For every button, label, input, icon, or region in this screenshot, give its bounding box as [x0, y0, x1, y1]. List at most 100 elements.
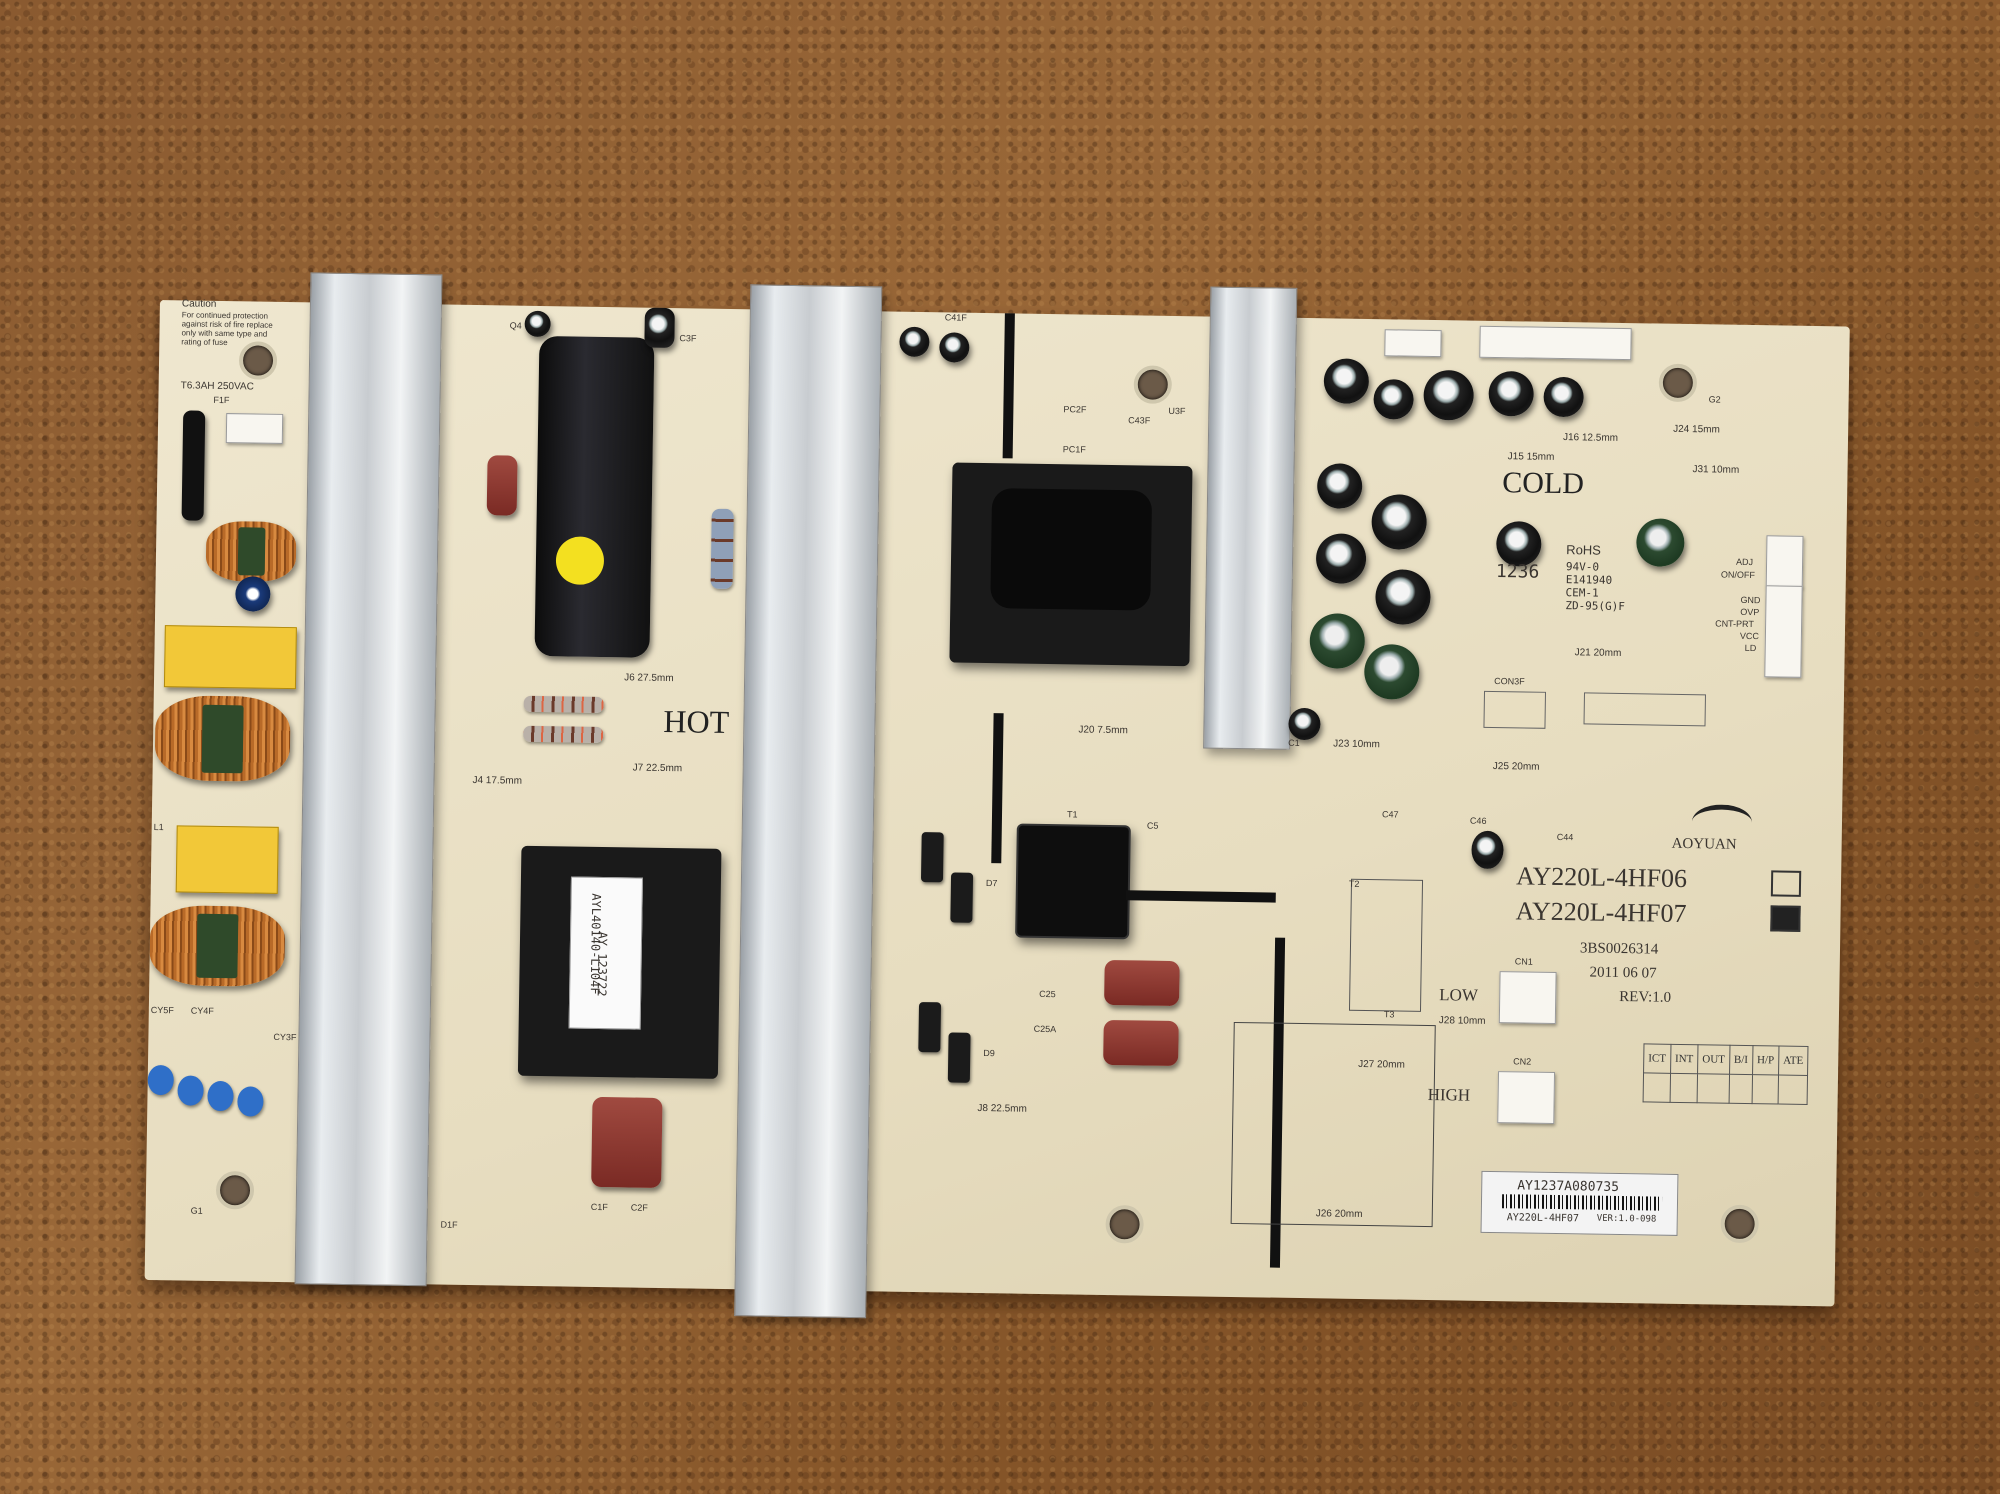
- d9-label: D9: [983, 1048, 995, 1059]
- cert-line-4: ZD-95(G)F: [1565, 599, 1626, 614]
- model-number-1: AY220L-4HF06: [1515, 861, 1688, 894]
- t3-outline: [1230, 1021, 1436, 1228]
- capacitor-right-3: [1495, 521, 1542, 567]
- sticker-serial: AY1237A080735: [1517, 1178, 1620, 1196]
- mount-hole-top-left: [238, 341, 278, 380]
- trace-vertical: [991, 713, 1004, 864]
- fuse-ref: F1F: [213, 394, 230, 406]
- c1f-label: C1F: [590, 1201, 608, 1213]
- yellow-x-capacitor-2: [175, 825, 279, 894]
- capacitor-right-1: [1488, 370, 1535, 417]
- c25a-label: C25A: [1033, 1023, 1057, 1035]
- j23-label: J23 10mm: [1333, 738, 1380, 751]
- j16-label: J16 12.5mm: [1562, 432, 1619, 444]
- inspection-table: ICT INT OUT B/I H/P ATE: [1643, 1043, 1809, 1105]
- cy4f-label: CY4F: [190, 1005, 214, 1016]
- brand-name: AOYUAN: [1671, 835, 1737, 853]
- c46-label: C46: [1469, 815, 1487, 826]
- j4-label: J4 17.5mm: [472, 774, 523, 787]
- cy5f-label: CY5F: [150, 1004, 174, 1016]
- con3f-footprint-1: [1483, 690, 1547, 729]
- inspection-out: OUT: [1697, 1044, 1730, 1075]
- film-capacitor-c2f: [591, 1096, 663, 1188]
- film-capacitor-c25a: [1103, 1019, 1179, 1067]
- transformer-bobbin: [990, 488, 1153, 611]
- diode-d9b: [947, 1032, 971, 1083]
- trace-diagonal: [1125, 890, 1276, 903]
- cert-line-2: E141940: [1565, 573, 1613, 587]
- l1f-label: L1: [153, 821, 164, 833]
- inductor-label-line-2: AY 123722: [594, 931, 610, 997]
- inspection-hp: H/P: [1752, 1045, 1779, 1076]
- c2f-label: C2F: [630, 1202, 648, 1213]
- d7-label: D7: [985, 878, 998, 889]
- capacitor-q4: [524, 310, 551, 338]
- sticker-model: AY220L-4HF07: [1506, 1212, 1580, 1225]
- brand-logo: [1691, 804, 1753, 841]
- connector-top-2: [1479, 325, 1632, 361]
- capacitor-cold-2: [1373, 379, 1414, 420]
- j31-label: J31 10mm: [1692, 464, 1740, 476]
- j15-label: J15 15mm: [1507, 451, 1555, 463]
- sticker-version: VER:1.0-098: [1596, 1213, 1657, 1225]
- model-checkbox-2: [1770, 905, 1801, 932]
- ground-lug-g1: [215, 1170, 255, 1210]
- diode-d9: [918, 1002, 942, 1053]
- filter-coil-2: [154, 694, 291, 783]
- revision: REV:1.0: [1619, 989, 1672, 1006]
- inspection-int: INT: [1670, 1044, 1699, 1074]
- cy3f-label: CY3F: [273, 1031, 297, 1043]
- inspection-ict: ICT: [1643, 1043, 1671, 1074]
- c43f-label: C43F: [1128, 415, 1151, 426]
- cn4-connector-2: [1764, 585, 1803, 678]
- cn4-connector-1: [1765, 535, 1804, 588]
- u3f-label: U3F: [1168, 405, 1186, 417]
- y-capacitor-1: [147, 1064, 174, 1096]
- j26-label: J26 20mm: [1315, 1208, 1363, 1220]
- cn4-pin-adj: ADJ: [1736, 556, 1754, 568]
- barcode: [1501, 1194, 1663, 1211]
- fuse: [181, 410, 206, 521]
- filter-ring-blue: [235, 576, 271, 612]
- heatsink-middle: [734, 284, 883, 1319]
- con3f-label: CON3F: [1494, 676, 1525, 687]
- capacitor-cold-7: [1375, 569, 1431, 625]
- capacitor-c46: [1471, 830, 1504, 870]
- cn4-pin-vcc: VCC: [1739, 630, 1760, 642]
- j21-label: J21 20mm: [1574, 647, 1622, 659]
- resistor-2: [523, 725, 604, 744]
- low-label: LOW: [1439, 985, 1479, 1005]
- trace-top: [1002, 313, 1015, 459]
- pc1f-label: PC1F: [1062, 444, 1086, 455]
- resistor-1: [523, 695, 604, 714]
- mount-hole-middle: [1133, 365, 1173, 404]
- heatsink-left: [294, 272, 443, 1287]
- c5-label: C5: [1146, 820, 1159, 831]
- cold-label: COLD: [1502, 466, 1585, 501]
- part-number: 3BS0026314: [1579, 940, 1659, 958]
- capacitor-cold-8: [1309, 613, 1366, 669]
- cn4-pin-onoff: ON/OFF: [1720, 569, 1755, 581]
- caution-text: For continued protection against risk of…: [181, 310, 273, 348]
- t3-label: T3: [1383, 1009, 1395, 1020]
- cn1-connector: [1498, 971, 1557, 1025]
- cn4-pin-ovp: OVP: [1740, 606, 1760, 618]
- inspection-ate: ATE: [1778, 1046, 1809, 1076]
- cn4-pin-gnd: GND: [1740, 594, 1761, 606]
- c44-label: C44: [1556, 832, 1574, 843]
- inspection-bi: B/I: [1729, 1045, 1753, 1075]
- capacitor-right-4: [1636, 518, 1685, 567]
- y-capacitor-3: [207, 1080, 234, 1112]
- model-checkbox-1: [1770, 870, 1802, 897]
- diode-d7: [920, 832, 944, 883]
- serial-sticker: AY1237A080735 AY220L-4HF07 VER:1.0-098: [1480, 1170, 1679, 1236]
- ac-input-connector: [225, 413, 284, 444]
- caution-title: Caution: [181, 298, 217, 310]
- g2-label: G2: [1708, 394, 1721, 405]
- c47-label: C47: [1381, 809, 1399, 820]
- g1-label: G1: [190, 1205, 203, 1216]
- model-number-2: AY220L-4HF07: [1515, 896, 1687, 929]
- capacitor-cold-5: [1371, 494, 1428, 550]
- high-label: HIGH: [1427, 1085, 1471, 1105]
- q4-label: Q4: [509, 320, 522, 331]
